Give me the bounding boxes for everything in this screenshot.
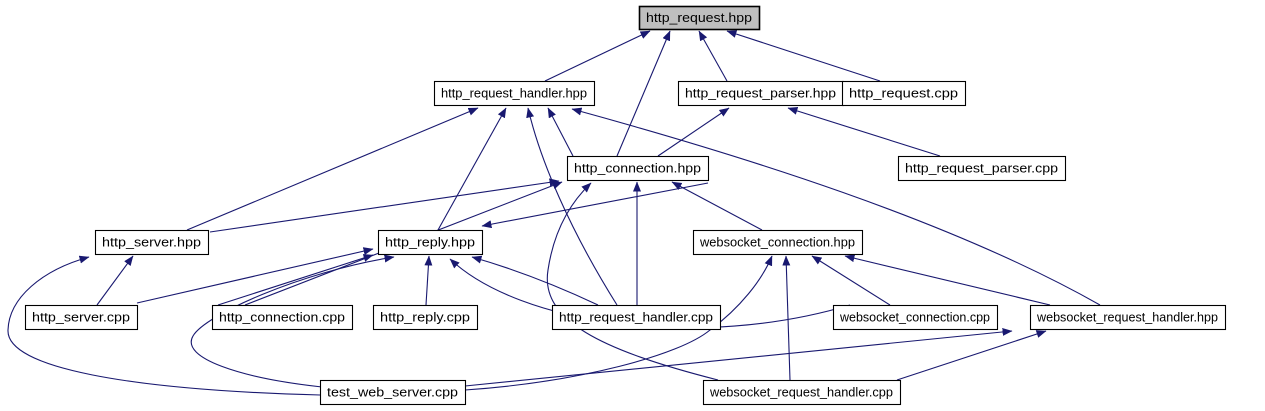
node-box[interactable] bbox=[566, 155, 710, 182]
node-label-http_reply_cpp: http_reply.cpp bbox=[380, 310, 470, 325]
edge-websocket_connection_cpp--to--websocket_connection_hpp bbox=[811, 255, 891, 306]
node-label-http_connection_hpp: http_connection.hpp bbox=[574, 161, 701, 176]
edge-websocket_request_handler_hpp--to--websocket_connection_hpp bbox=[844, 254, 1051, 306]
node-http_request_handler_cpp[interactable]: http_request_handler.cpp bbox=[551, 304, 722, 331]
node-label-websocket_request_handler_hpp: websocket_request_handler.hpp bbox=[1036, 310, 1218, 325]
edge-websocket_request_handler_cpp--to--http_connection_hpp bbox=[546, 182, 719, 381]
node-label-websocket_request_handler_cpp: websocket_request_handler.cpp bbox=[709, 385, 893, 400]
node-label-http_request_hpp: http_request.hpp bbox=[646, 10, 752, 25]
node-websocket_connection_cpp[interactable]: websocket_connection.cpp bbox=[832, 304, 999, 331]
node-box[interactable] bbox=[702, 379, 902, 406]
edge-http_connection_cpp--to--http_reply_hpp bbox=[217, 254, 374, 306]
edge-http_connection_hpp--to--http_request_hpp bbox=[616, 30, 671, 157]
node-label-http_server_cpp: http_server.cpp bbox=[32, 310, 130, 325]
edge-http_request_parser_cpp--to--http_request_parser_hpp bbox=[787, 107, 941, 157]
node-http_reply_hpp[interactable]: http_reply.hpp bbox=[377, 229, 484, 256]
node-box[interactable] bbox=[677, 80, 845, 107]
node-label-websocket_connection_cpp: websocket_connection.cpp bbox=[839, 310, 990, 325]
node-websocket_request_handler_hpp[interactable]: websocket_request_handler.hpp bbox=[1029, 304, 1227, 331]
edge-http_server_hpp--to--http_request_handler_hpp bbox=[186, 107, 479, 231]
node-box[interactable] bbox=[551, 304, 722, 331]
node-label-http_reply_hpp: http_reply.hpp bbox=[385, 235, 475, 250]
node-test_web_server_cpp[interactable]: test_web_server.cpp bbox=[319, 379, 467, 406]
edge-http_reply_hpp--to--http_request_handler_hpp bbox=[437, 107, 507, 231]
edge-http_request_cpp--to--http_request_hpp bbox=[726, 30, 881, 82]
node-box[interactable] bbox=[211, 304, 354, 331]
node-http_reply_cpp[interactable]: http_reply.cpp bbox=[372, 304, 479, 331]
edge-http_reply_cpp--to--http_reply_hpp bbox=[424, 255, 433, 306]
edge-websocket_connection_hpp--to--http_connection_hpp bbox=[671, 181, 763, 231]
node-label-http_connection_cpp: http_connection.cpp bbox=[219, 310, 345, 325]
node-http_connection_cpp[interactable]: http_connection.cpp bbox=[211, 304, 354, 331]
node-http_server_hpp[interactable]: http_server.hpp bbox=[94, 229, 210, 256]
node-http_request_hpp[interactable]: http_request.hpp bbox=[638, 5, 761, 31]
edge-http_server_cpp--to--http_server_hpp bbox=[96, 255, 134, 306]
node-http_request_cpp[interactable]: http_request.cpp bbox=[841, 80, 967, 107]
node-box[interactable] bbox=[692, 229, 864, 256]
edge-http_request_handler_hpp--to--http_request_hpp bbox=[544, 30, 651, 82]
edge-http_request_handler_cpp--to--http_request_handler_hpp bbox=[526, 107, 618, 306]
node-http_request_handler_hpp[interactable]: http_request_handler.hpp bbox=[433, 80, 596, 107]
edge-test_web_server_cpp--to--http_server_hpp bbox=[7, 255, 321, 396]
node-box[interactable] bbox=[24, 304, 139, 331]
edge-websocket_request_handler_cpp--to--websocket_connection_hpp bbox=[782, 255, 791, 381]
edge-http_connection_hpp--to--http_request_parser_hpp bbox=[657, 107, 730, 157]
edge-test_web_server_cpp--to--http_reply_hpp bbox=[190, 254, 395, 388]
edge-websocket_request_handler_cpp--to--websocket_request_handler_hpp bbox=[896, 330, 1047, 381]
node-box[interactable] bbox=[94, 229, 210, 256]
node-websocket_connection_hpp[interactable]: websocket_connection.hpp bbox=[692, 229, 864, 256]
edge-http_server_hpp--to--http_connection_hpp bbox=[209, 178, 560, 233]
node-box[interactable] bbox=[897, 155, 1067, 182]
node-layer: http_request.hpp http_request_handler.hpp… bbox=[24, 5, 1227, 406]
edge-http_connection_hpp--to--http_reply_hpp bbox=[481, 182, 709, 229]
node-label-websocket_connection_hpp: websocket_connection.hpp bbox=[699, 235, 855, 250]
node-label-http_request_handler_cpp: http_request_handler.cpp bbox=[559, 310, 713, 325]
node-label-test_web_server_cpp: test_web_server.cpp bbox=[327, 385, 458, 400]
edge-http_connection_hpp--to--http_request_handler_hpp bbox=[547, 107, 574, 157]
node-box[interactable] bbox=[319, 379, 467, 406]
node-label-http_request_handler_hpp: http_request_handler.hpp bbox=[441, 86, 587, 101]
root-node-box[interactable] bbox=[638, 5, 761, 31]
node-websocket_request_handler_cpp[interactable]: websocket_request_handler.cpp bbox=[702, 379, 902, 406]
edge-http_server_cpp--to--http_reply_hpp bbox=[136, 247, 374, 304]
edge-test_web_server_cpp--to--websocket_request_handler_hpp bbox=[464, 327, 1013, 387]
node-http_request_parser_cpp[interactable]: http_request_parser.cpp bbox=[897, 155, 1067, 182]
node-label-http_request_cpp: http_request.cpp bbox=[849, 86, 958, 101]
node-box[interactable] bbox=[1029, 304, 1227, 331]
node-box[interactable] bbox=[832, 304, 999, 331]
node-http_connection_hpp[interactable]: http_connection.hpp bbox=[566, 155, 710, 182]
node-box[interactable] bbox=[433, 80, 596, 107]
node-label-http_request_parser_cpp: http_request_parser.cpp bbox=[905, 161, 1058, 176]
edge-websocket_request_handler_hpp--to--http_request_handler_hpp bbox=[571, 107, 1101, 306]
node-label-http_server_hpp: http_server.hpp bbox=[102, 235, 201, 250]
edge-http_request_parser_hpp--to--http_request_hpp bbox=[698, 30, 728, 82]
edge-http_request_handler_cpp--to--http_reply_hpp bbox=[471, 255, 599, 306]
node-http_request_parser_hpp[interactable]: http_request_parser.hpp bbox=[677, 80, 845, 107]
node-http_server_cpp[interactable]: http_server.cpp bbox=[24, 304, 139, 331]
node-box[interactable] bbox=[841, 80, 967, 107]
node-box[interactable] bbox=[372, 304, 479, 331]
edge-test_web_server_cpp--to--websocket_connection_hpp bbox=[464, 255, 773, 391]
node-box[interactable] bbox=[377, 229, 484, 256]
node-label-http_request_parser_hpp: http_request_parser.hpp bbox=[685, 86, 836, 101]
